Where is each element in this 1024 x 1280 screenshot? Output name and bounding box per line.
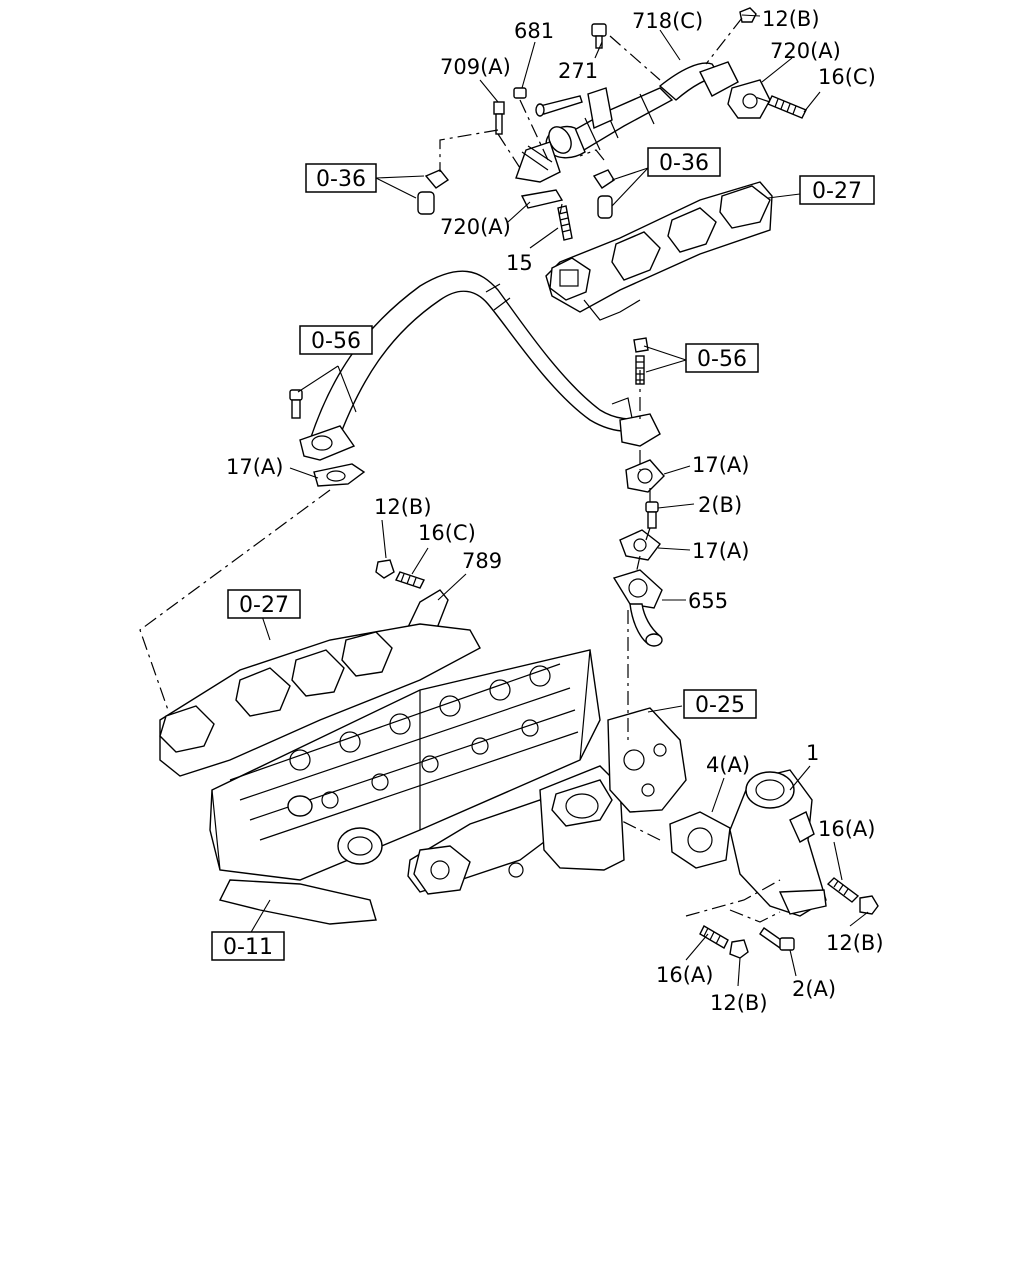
gasket-4a bbox=[669, 811, 731, 869]
nut-12b-bot bbox=[729, 939, 749, 959]
label-12b-bot: 12(B) bbox=[710, 991, 768, 1015]
svg-text:0-27: 0-27 bbox=[239, 593, 289, 618]
nut-12b-right bbox=[859, 895, 879, 915]
bolt-056-left bbox=[289, 389, 303, 419]
bolt-271 bbox=[591, 23, 607, 49]
label-681: 681 bbox=[514, 19, 554, 43]
bolt-2a bbox=[759, 927, 795, 951]
ref-box-027-top: 0-27 bbox=[799, 175, 875, 205]
egr-cooler bbox=[515, 61, 739, 183]
label-718c: 718(C) bbox=[632, 9, 703, 33]
label-789: 789 bbox=[462, 549, 502, 573]
label-2b: 2(B) bbox=[698, 493, 742, 517]
stud-681 bbox=[513, 87, 527, 99]
gasket-720a-mid bbox=[520, 189, 564, 209]
svg-text:0-56: 0-56 bbox=[311, 329, 361, 354]
svg-text:0-36: 0-36 bbox=[659, 151, 709, 176]
label-12b-mid: 12(B) bbox=[374, 495, 432, 519]
svg-text:0-11: 0-11 bbox=[223, 935, 273, 960]
gasket-17a-left bbox=[313, 463, 366, 487]
assembly-lines bbox=[139, 17, 781, 923]
svg-text:0-56: 0-56 bbox=[697, 347, 747, 372]
stud-16c-mid bbox=[395, 571, 425, 589]
stud-16a-bot bbox=[699, 925, 729, 949]
label-2a: 2(A) bbox=[792, 977, 836, 1001]
label-1: 1 bbox=[806, 741, 819, 765]
label-271: 271 bbox=[558, 59, 598, 83]
bolt-2b bbox=[645, 501, 659, 529]
label-720a-top: 720(A) bbox=[770, 39, 841, 63]
pipe-655 bbox=[612, 569, 663, 647]
svg-text:0-27: 0-27 bbox=[812, 179, 862, 204]
clips-036-right bbox=[592, 169, 615, 219]
label-15: 15 bbox=[506, 251, 533, 275]
label-16a-right: 16(A) bbox=[818, 817, 875, 841]
stud-16a-right bbox=[826, 877, 860, 903]
gasket-720a-top bbox=[727, 79, 771, 119]
svg-text:0-25: 0-25 bbox=[695, 693, 745, 718]
gasket-17a-right-top bbox=[625, 459, 665, 493]
label-4a: 4(A) bbox=[706, 753, 750, 777]
exhaust-manifold-top bbox=[545, 181, 773, 321]
label-655: 655 bbox=[688, 589, 728, 613]
label-12b-top: 12(B) bbox=[762, 7, 820, 31]
gasket-17a-right-bot bbox=[619, 529, 661, 561]
label-16c-top: 16(C) bbox=[818, 65, 876, 89]
egr-pipe bbox=[299, 270, 661, 461]
thermostat-housing-1 bbox=[729, 769, 827, 917]
ref-box-036-right: 0-36 bbox=[647, 147, 721, 177]
label-16a-bot: 16(A) bbox=[656, 963, 713, 987]
ref-box-025: 0-25 bbox=[683, 689, 757, 719]
label-12b-right: 12(B) bbox=[826, 931, 884, 955]
clips-036-left bbox=[417, 169, 450, 215]
leader-lines bbox=[249, 14, 869, 987]
label-17a-right-bot: 17(A) bbox=[692, 539, 749, 563]
ref-box-011: 0-11 bbox=[211, 931, 285, 961]
label-17a-right-top: 17(A) bbox=[692, 453, 749, 477]
label-720a-mid: 720(A) bbox=[440, 215, 511, 239]
part-labels: 681 718(C) 12(B) 709(A) 271 720(A) 16(C)… bbox=[226, 7, 884, 1015]
stud-056-right bbox=[633, 337, 649, 385]
cylinder-head bbox=[159, 623, 687, 925]
ref-box-036-left: 0-36 bbox=[305, 163, 377, 193]
label-709a: 709(A) bbox=[440, 55, 511, 79]
bolt-709a bbox=[493, 101, 505, 135]
ref-box-056-right: 0-56 bbox=[685, 343, 759, 373]
label-17a-left: 17(A) bbox=[226, 455, 283, 479]
nut-12b-mid bbox=[375, 559, 395, 579]
label-16c-mid: 16(C) bbox=[418, 521, 476, 545]
ref-box-027-mid: 0-27 bbox=[227, 589, 301, 619]
stud-16c-top bbox=[767, 95, 807, 119]
ref-box-056-left: 0-56 bbox=[299, 325, 373, 355]
stud-15 bbox=[557, 205, 573, 241]
svg-text:0-36: 0-36 bbox=[316, 167, 366, 192]
